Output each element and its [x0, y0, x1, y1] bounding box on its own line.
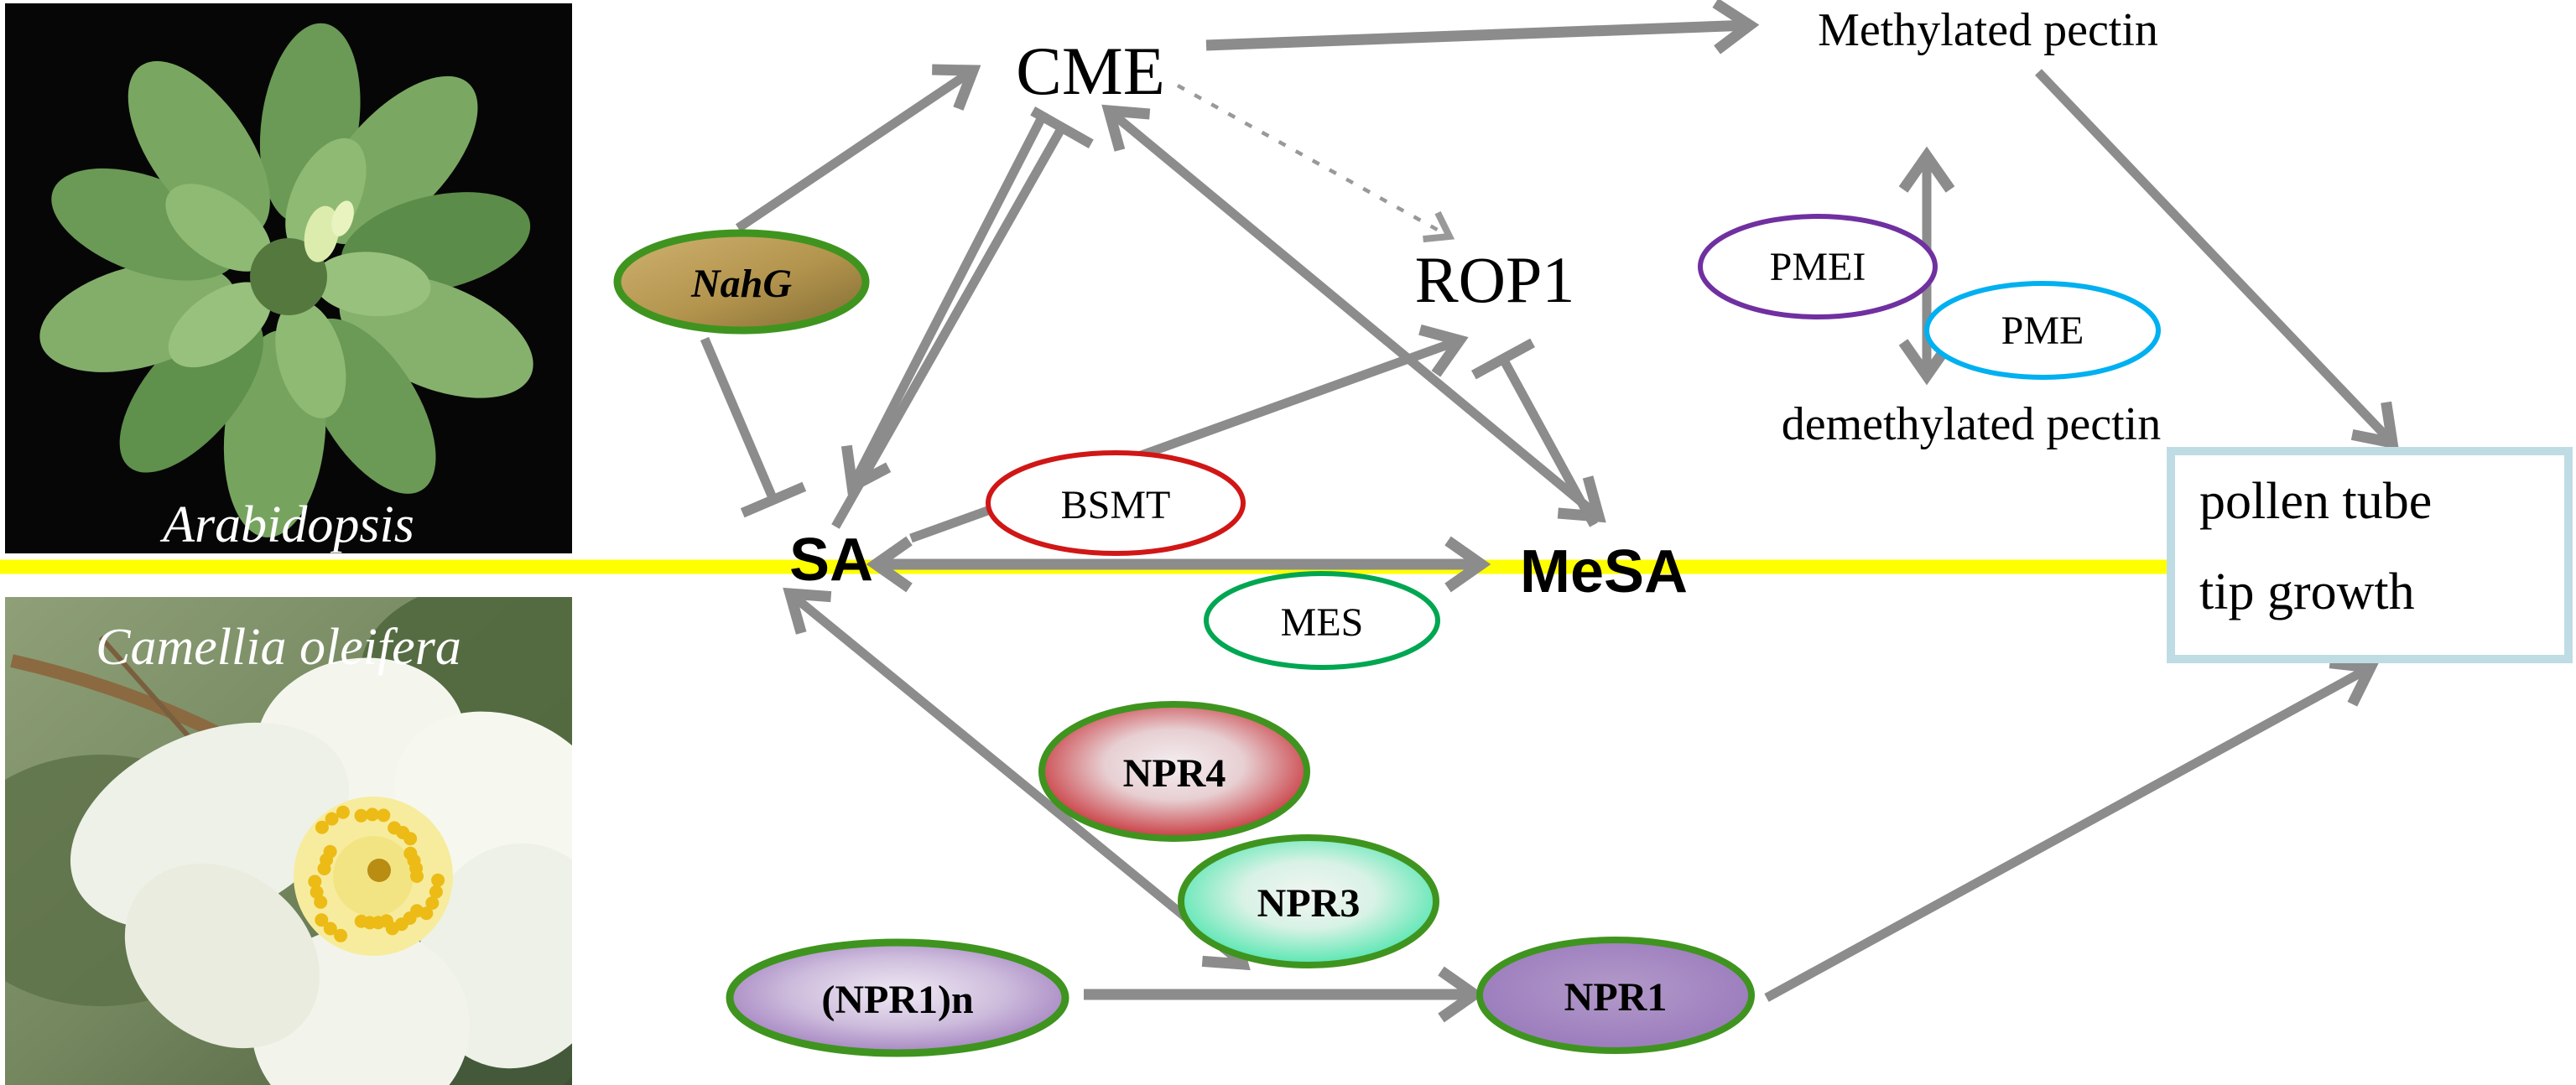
- pollen-tube-box-line1: pollen tube: [2199, 473, 2432, 530]
- bsmt-label: BSMT: [1061, 483, 1171, 527]
- arrow-nahg-to-cme: [735, 64, 981, 232]
- camellia-photo: Camellia oleifera: [5, 597, 572, 1085]
- pollen-tube-box-line2: tip growth: [2199, 563, 2415, 620]
- mesa-label: MeSA: [1520, 538, 1688, 605]
- demethylated-pectin-label: demethylated pectin: [1782, 398, 2161, 450]
- rop1-label: ROP1: [1415, 243, 1575, 316]
- arabidopsis-plant-illustration: [39, 23, 533, 537]
- arrow-sa-npr-bidirectional: [783, 587, 1251, 971]
- arrow-dashed-cme-to-rop1: [1176, 84, 1455, 243]
- npr1-oligomer-node: (NPR1)n: [726, 938, 1069, 1057]
- camellia-flower-illustration: [5, 597, 572, 1085]
- nahg-node: NahG: [613, 229, 870, 335]
- methylated-pectin-label: Methylated pectin: [1818, 4, 2158, 56]
- npr4-ellipse: [1038, 701, 1310, 842]
- arabidopsis-photo: Arabidopsis: [5, 3, 572, 553]
- npr3-ellipse: [1178, 834, 1439, 968]
- pollen-tube-box-rect: [2167, 447, 2573, 663]
- inhibit-nahg-to-sa: [700, 336, 807, 518]
- pmei-node: PMEI: [1698, 214, 1938, 319]
- pmei-ellipse: [1698, 214, 1938, 319]
- arabidopsis-label: Arabidopsis: [159, 496, 414, 553]
- pollen-tube-box: pollen tube tip growth: [2167, 447, 2573, 663]
- arrow-cme-to-methylated-pectin: [1205, 0, 1760, 55]
- cme-label: CME: [1016, 33, 1165, 109]
- arrow-cme-to-sa: [840, 113, 1047, 496]
- npr1-label: NPR1: [1564, 975, 1668, 1020]
- npr3-label: NPR3: [1257, 881, 1361, 926]
- arrow-methylated-pectin-to-pollen-box: [2035, 69, 2399, 450]
- pme-label: PME: [2001, 309, 2084, 353]
- pathway-arrows: [700, 0, 2399, 1023]
- npr1-node: NPR1: [1476, 937, 1755, 1054]
- nahg-ellipse: [613, 229, 870, 335]
- npr1-oligomer-label: (NPR1)n: [821, 978, 973, 1022]
- sa-label: SA: [789, 527, 873, 594]
- bsmt-node: BSMT: [986, 450, 1246, 556]
- npr1-ellipse: [1476, 937, 1755, 1054]
- inhibit-mesa-to-rop1: [1471, 338, 1598, 527]
- npr3-node: NPR3: [1178, 834, 1439, 968]
- mes-ellipse: [1204, 571, 1440, 670]
- bsmt-ellipse: [986, 450, 1246, 556]
- mes-node: MES: [1204, 571, 1440, 670]
- nahg-label: NahG: [690, 262, 792, 306]
- pme-ellipse: [1924, 281, 2161, 380]
- arrow-npr1-to-pollen-box: [1764, 657, 2379, 1002]
- camellia-label: Camellia oleifera: [96, 619, 461, 676]
- npr4-label: NPR4: [1123, 751, 1226, 796]
- arrow-mesa-cme-bidirectional: [1101, 104, 1606, 523]
- pathway-text-nodes: CME Methylated pectin ROP1 SA MeSA demet…: [789, 4, 2161, 605]
- pmei-label: PMEI: [1770, 245, 1866, 289]
- mes-label: MES: [1281, 600, 1364, 645]
- pme-node: PME: [1924, 281, 2161, 380]
- enzyme-nodes: NahG BSMT MES PMEI PME NPR4 NPR3 (NPR1): [613, 214, 2161, 1057]
- npr4-node: NPR4: [1038, 701, 1310, 842]
- npr1-oligomer-ellipse: [726, 938, 1069, 1057]
